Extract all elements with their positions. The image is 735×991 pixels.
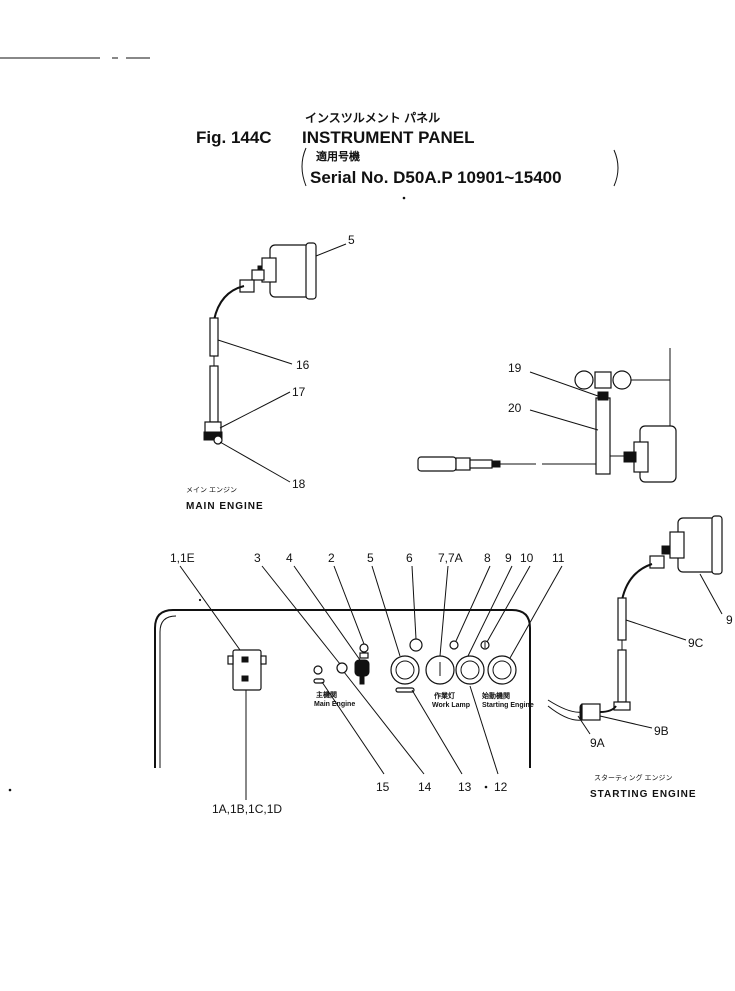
title-japanese: インスツルメント パネル: [305, 111, 440, 125]
callout-1-1e: 1,1E: [170, 551, 195, 565]
callout-9c: 9C: [688, 636, 704, 650]
bracket-left: [301, 147, 307, 187]
callout-20: 20: [508, 401, 522, 415]
callout-14: 14: [418, 780, 432, 794]
panel-bottom-callouts: 15 14 13 12: [321, 671, 508, 794]
callout-19: 19: [508, 361, 522, 375]
starting-engine-gauge-assembly: 9 9C 9B 9A: [547, 515, 733, 750]
callout-12: 12: [494, 780, 508, 794]
main-engine-gauge-assembly: 5 16 17 18: [203, 233, 355, 491]
callout-2: 2: [328, 551, 335, 565]
bracket-right: [613, 149, 619, 187]
callout-5-top: 5: [348, 233, 355, 247]
applicable-units-japanese: 適用号機: [316, 149, 360, 163]
panel-label-main-engine-japanese: 主機関: [316, 690, 337, 699]
callout-9a: 9A: [590, 736, 605, 750]
panel-label-starting-engine-japanese: 始動機関: [481, 691, 510, 700]
panel-switch-block: 1,1E 1A,1B,1C,1D: [170, 551, 282, 816]
panel-label-work-lamp: Work Lamp: [432, 702, 470, 709]
callout-9b: 9B: [654, 724, 669, 738]
callout-3: 3: [254, 551, 261, 565]
title-block: インスツルメント パネル Fig. 144C INSTRUMENT PANEL …: [196, 111, 619, 187]
callout-5: 5: [367, 551, 374, 565]
panel-gauges: 作業灯 Work Lamp 始動機関 Starting Engine: [390, 638, 534, 709]
callout-16: 16: [296, 358, 310, 372]
callout-10: 10: [520, 551, 534, 565]
figure-number: Fig. 144C: [196, 128, 272, 147]
callout-4: 4: [286, 551, 293, 565]
callout-11: 11: [552, 551, 565, 565]
callout-8: 8: [484, 551, 491, 565]
callout-9: 9: [505, 551, 512, 565]
main-engine-caption: メイン エンジン MAIN ENGINE: [186, 487, 264, 512]
starting-engine-caption: スターティング エンジン STARTING ENGINE: [590, 773, 696, 800]
serial-number-range: Serial No. D50A.P 10901~15400: [310, 168, 562, 187]
callout-15: 15: [376, 780, 390, 794]
callout-1a-1d: 1A,1B,1C,1D: [212, 802, 282, 816]
callout-9-right: 9: [726, 613, 733, 627]
main-engine-caption-text: MAIN ENGINE: [186, 501, 264, 512]
panel-label-starting-engine: Starting Engine: [482, 702, 534, 709]
scan-specks: [8, 196, 488, 792]
callout-18: 18: [292, 477, 306, 491]
panel-main-engine-lamps: 主機関 Main Engine: [313, 643, 370, 708]
callout-6: 6: [406, 551, 413, 565]
callout-13: 13: [458, 780, 472, 794]
figure-title: INSTRUMENT PANEL: [302, 128, 475, 147]
starting-engine-caption-text: STARTING ENGINE: [590, 789, 696, 800]
sender-assembly: 19 20: [417, 348, 677, 483]
panel-label-work-lamp-japanese: 作業灯: [434, 691, 455, 700]
callout-7-7a: 7,7A: [438, 551, 463, 565]
starting-engine-caption-japanese: スターティング エンジン: [594, 773, 673, 782]
main-engine-caption-japanese: メイン エンジン: [186, 487, 237, 494]
panel-top-callouts: 3 4 2 5 6 7,7A 8 9 10 11: [254, 551, 565, 665]
panel-label-main-engine: Main Engine: [314, 701, 355, 708]
callout-17: 17: [292, 385, 306, 399]
panel-outline: [154, 609, 531, 768]
